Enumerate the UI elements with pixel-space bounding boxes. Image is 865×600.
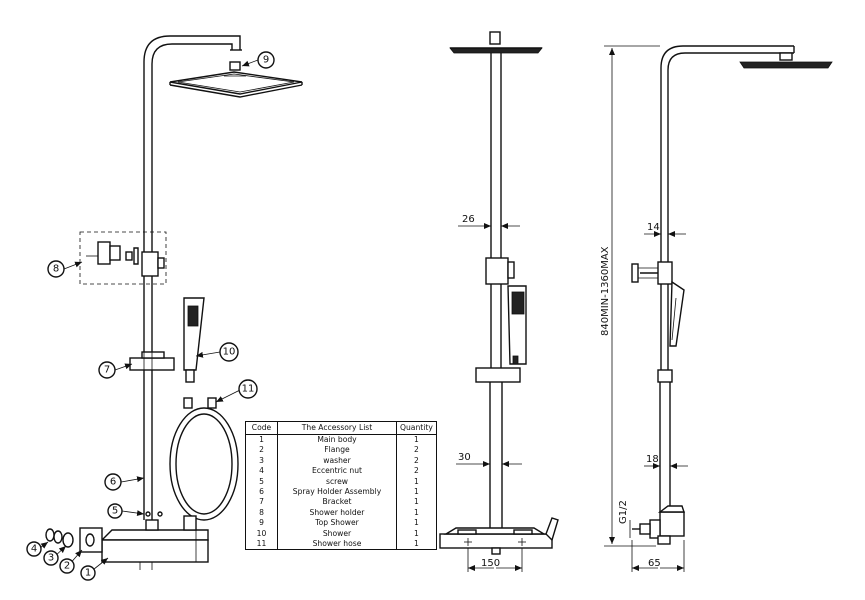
- row-qty: 1: [396, 518, 437, 529]
- header-code: Code: [245, 421, 278, 435]
- callout-1: 1: [80, 565, 96, 581]
- row-qty: 2: [396, 445, 437, 456]
- row-qty: 1: [396, 528, 437, 540]
- callout-7-label: 7: [104, 365, 110, 376]
- row-code: 5: [245, 476, 278, 488]
- row-code: 7: [245, 497, 278, 508]
- row-name: Top Shower: [277, 518, 397, 529]
- callout-9: 9: [257, 51, 275, 69]
- row-code: 4: [245, 466, 278, 477]
- row-name: Shower hose: [277, 539, 397, 551]
- row-qty: 2: [396, 466, 437, 477]
- callout-9-label: 9: [263, 55, 269, 66]
- callout-11-label: 11: [242, 384, 255, 395]
- dim-wall-offset: 65: [648, 558, 661, 569]
- row-qty: 1: [396, 497, 437, 508]
- dim-side-small: 14: [647, 222, 660, 233]
- accessory-table-header: Code The Accessory List Quantity: [245, 421, 437, 435]
- callout-6: 6: [104, 473, 122, 491]
- row-name: washer: [277, 455, 397, 467]
- row-code: 2: [245, 445, 278, 456]
- row-qty: 1: [396, 539, 437, 551]
- dim-rod-diameter: 26: [462, 214, 475, 225]
- side-view: 840MIN-1360MAX 14 18 G1/2 65: [600, 45, 833, 572]
- callout-4-label: 4: [31, 544, 37, 555]
- header-name: The Accessory List: [277, 421, 397, 435]
- callout-6-label: 6: [110, 477, 116, 488]
- callout-8: 8: [47, 260, 65, 278]
- dim-lower-rod-diameter: 30: [458, 452, 471, 463]
- callout-leaders: [39, 59, 259, 574]
- row-code: 6: [245, 487, 278, 498]
- row-name: Spray Holder Assembly: [277, 487, 397, 498]
- row-name: Main body: [277, 434, 397, 446]
- row-name: Bracket: [277, 497, 397, 508]
- dim-inlet-thread: G1/2: [618, 500, 629, 524]
- callout-2: 2: [59, 558, 75, 574]
- callout-4: 4: [26, 541, 42, 557]
- row-qty: 1: [396, 507, 437, 519]
- row-qty: 2: [396, 455, 437, 467]
- header-qty: Quantity: [396, 421, 437, 435]
- callout-10-label: 10: [223, 347, 236, 358]
- row-qty: 1: [396, 487, 437, 498]
- row-code: 3: [245, 455, 278, 467]
- row-code: 1: [245, 434, 278, 446]
- callout-3: 3: [43, 550, 59, 566]
- callout-11: 11: [238, 379, 258, 399]
- row-name: Eccentric nut: [277, 466, 397, 477]
- exploded-view: [45, 35, 303, 570]
- callout-2-label: 2: [64, 561, 70, 572]
- callout-7: 7: [98, 361, 116, 379]
- dim-height-range: 840MIN-1360MAX: [600, 246, 611, 336]
- row-code: 11: [245, 539, 278, 551]
- row-name: screw: [277, 476, 397, 488]
- callout-8-label: 8: [53, 264, 59, 275]
- callout-1-label: 1: [85, 568, 91, 579]
- row-code: 9: [245, 518, 278, 529]
- row-code: 8: [245, 507, 278, 519]
- callout-5-label: 5: [112, 506, 118, 517]
- row-qty: 1: [396, 434, 437, 446]
- row-code: 10: [245, 528, 278, 540]
- callout-3-label: 3: [48, 553, 54, 564]
- callout-5: 5: [107, 503, 123, 519]
- row-name: Shower holder: [277, 507, 397, 519]
- front-view: 26 30 150: [439, 31, 559, 572]
- row-name: Shower: [277, 528, 397, 540]
- dim-mixer-width: 150: [481, 558, 500, 569]
- row-name: Flange: [277, 445, 397, 456]
- callouts: 1 2 3 4 5 6 7 8 9 10 11: [26, 51, 275, 581]
- dim-side-rod: 18: [646, 454, 659, 465]
- callout-10: 10: [219, 342, 239, 362]
- row-qty: 1: [396, 476, 437, 488]
